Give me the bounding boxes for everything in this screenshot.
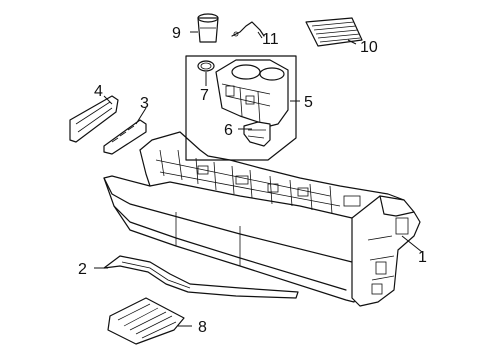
part-9-cup (197, 13, 219, 43)
part-4-panel (69, 95, 119, 143)
callout-10: 10 (360, 39, 378, 56)
part-10-mat (305, 17, 363, 47)
part-11-wire-clip (231, 21, 265, 37)
callout-6: 6 (224, 122, 233, 139)
callout-4: 4 (94, 83, 103, 100)
callout-9: 9 (172, 25, 181, 42)
group-5-outline (185, 55, 297, 161)
callout-2: 2 (78, 261, 87, 278)
part-7-ring (197, 60, 215, 72)
part-2-side-trim (103, 255, 299, 299)
part-6-clip (243, 121, 271, 147)
callout-8: 8 (198, 319, 207, 336)
callout-labels: 1 2 3 4 5 6 7 8 9 10 11 (78, 25, 427, 336)
part-8-mat (107, 297, 185, 345)
part-3-bracket (103, 119, 147, 155)
leader-lines (94, 31, 423, 327)
callout-11: 11 (262, 31, 279, 48)
callout-3: 3 (140, 95, 149, 112)
part-1-console-body (103, 131, 421, 307)
callout-7: 7 (200, 87, 209, 104)
callout-1: 1 (418, 249, 427, 266)
part-5-cupholder-assembly (215, 59, 289, 127)
callout-5: 5 (304, 94, 313, 111)
